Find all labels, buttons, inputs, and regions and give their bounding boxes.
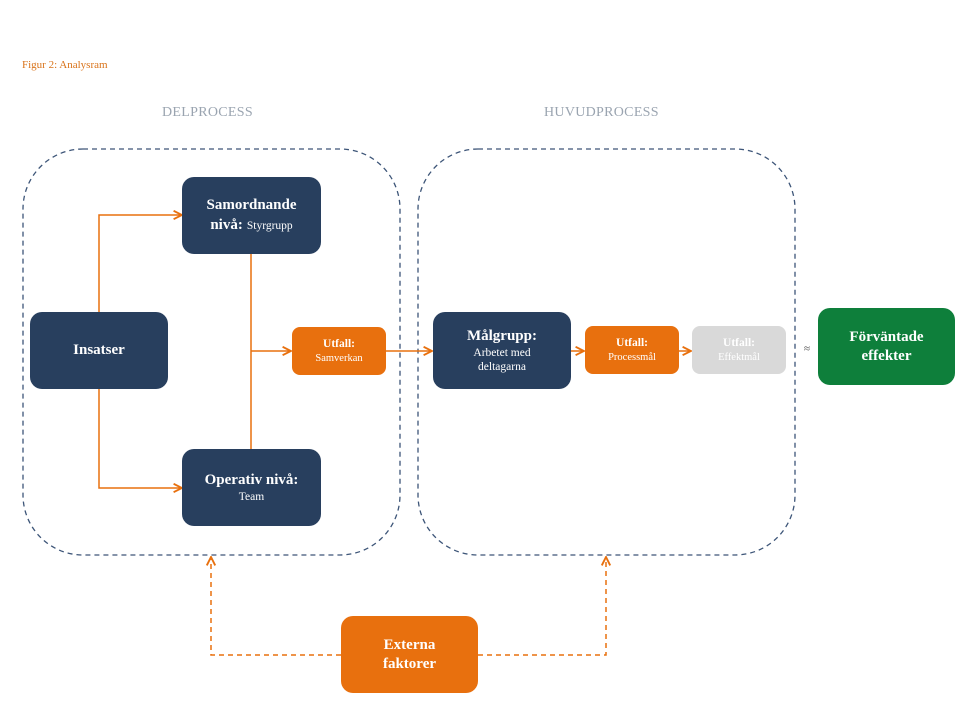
node-forvantade-effekter: Förväntade effekter	[818, 308, 955, 385]
node-malgrupp: Målgrupp: Arbetet med deltagarna	[433, 312, 571, 389]
node-utfall-effektmal: Utfall: Effektmål	[692, 326, 786, 374]
node-samordnande-title-2: nivå:	[210, 216, 243, 233]
node-operativ-title: Operativ nivå:	[204, 471, 299, 488]
node-forvantade-title-2: effekter	[861, 347, 912, 364]
node-operativ-detail: Team	[238, 490, 265, 503]
huvudprocess-container	[417, 148, 796, 556]
node-malgrupp-detail-2: deltagarna	[478, 360, 526, 373]
node-utfall-samverkan-title: Utfall:	[323, 338, 355, 351]
break-symbol: ≈	[804, 343, 811, 355]
arrow-externa-delprocess	[211, 557, 341, 656]
node-utfall-processmal-detail: Processmål	[608, 351, 656, 363]
node-insatser: Insatser	[30, 312, 168, 389]
node-operativ: Operativ nivå: Team	[182, 449, 321, 526]
node-utfall-processmal-title: Utfall:	[616, 337, 648, 350]
node-externa-title-2: faktorer	[382, 655, 437, 672]
node-malgrupp-detail-1: Arbetet med	[473, 346, 531, 359]
node-externa-faktorer: Externa faktorer	[341, 616, 478, 693]
node-utfall-effektmal-detail: Effektmål	[718, 351, 760, 363]
node-forvantade-title-1: Förväntade	[849, 328, 924, 345]
arrow-insatser-samordnande	[98, 215, 182, 312]
node-malgrupp-title: Målgrupp:	[466, 327, 537, 344]
section-label-huvudprocess: HUVUDPROCESS	[544, 105, 659, 120]
node-utfall-samverkan: Utfall: Samverkan	[292, 327, 386, 375]
figure-caption: Figur 2: Analysram	[22, 59, 108, 71]
node-samordnande-title: Samordnande	[206, 197, 297, 214]
node-utfall-samverkan-detail: Samverkan	[315, 352, 363, 364]
node-samordnande-detail: Styrgrupp	[246, 219, 293, 232]
arrow-insatser-operativ	[98, 389, 182, 488]
arrow-externa-huvudprocess	[478, 557, 606, 656]
node-externa-title-1: Externa	[383, 636, 436, 653]
node-utfall-processmal: Utfall: Processmål	[585, 326, 679, 374]
node-samordnande: Samordnande nivå: Styrgrupp	[182, 177, 321, 254]
node-utfall-effektmal-title: Utfall:	[723, 337, 755, 350]
delprocess-container	[22, 148, 401, 556]
node-insatser-title: Insatser	[73, 342, 125, 359]
section-label-delprocess: DELPROCESS	[162, 105, 253, 120]
